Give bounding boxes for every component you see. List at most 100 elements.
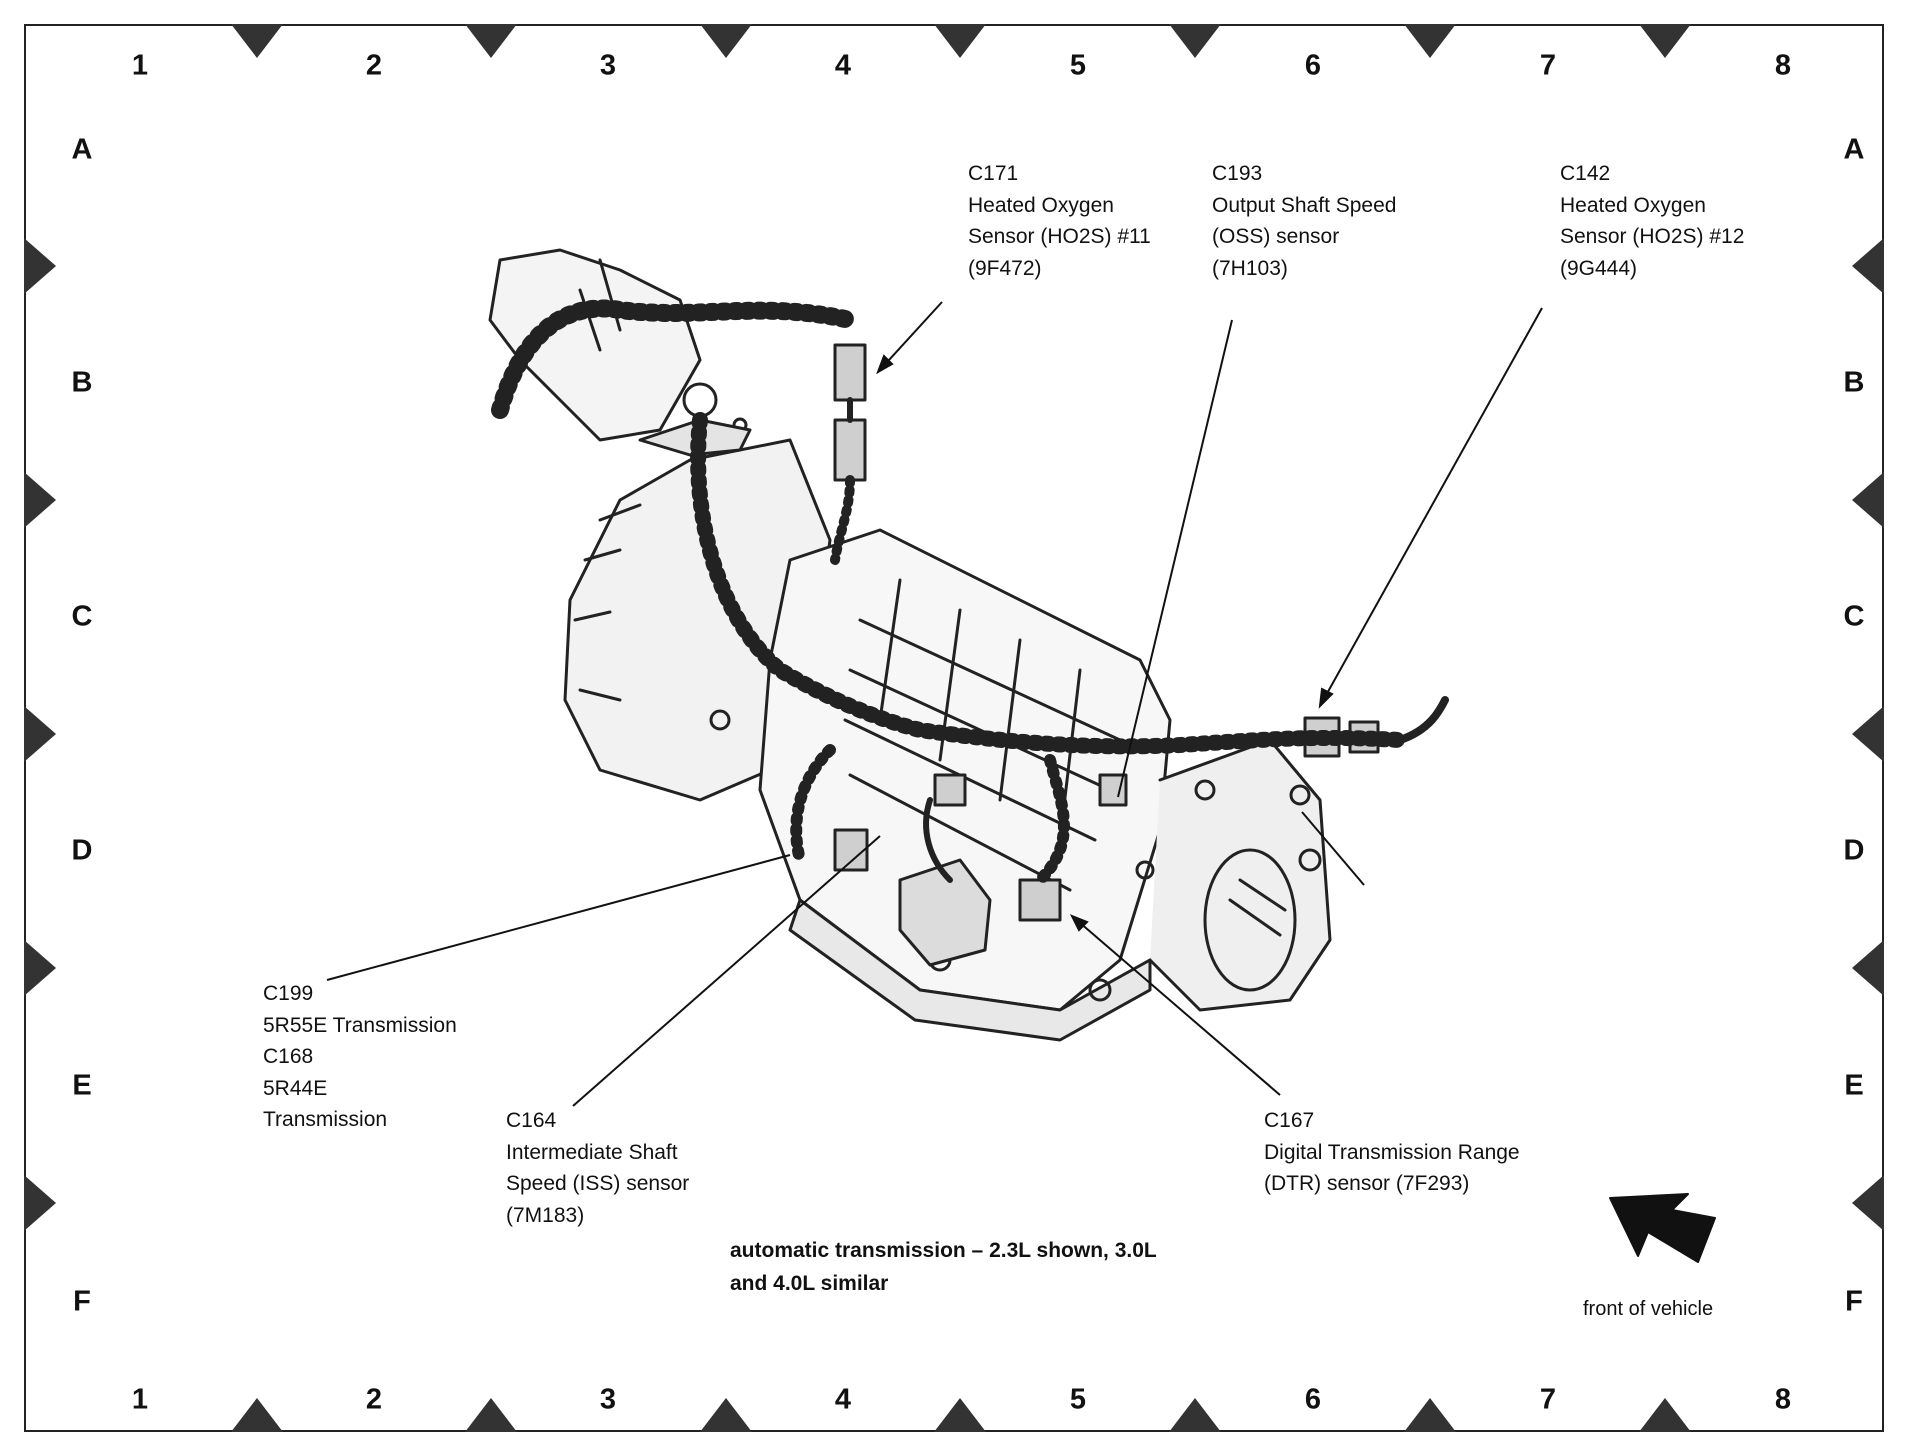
grid-row-right-B: B bbox=[1843, 366, 1865, 399]
callout-c164-line: C164 bbox=[506, 1109, 557, 1132]
grid-row-left-C: C bbox=[71, 600, 93, 633]
callout-c193-line: Output Shaft Speed bbox=[1212, 193, 1397, 217]
grid-marker-bottom bbox=[465, 1398, 517, 1432]
grid-row-left-D: D bbox=[71, 834, 93, 867]
callout-c199-line: Transmission bbox=[263, 1108, 388, 1131]
callout-c199-line: C168 bbox=[263, 1045, 314, 1068]
grid-marker-left bbox=[24, 706, 56, 762]
callout-c171-line: (9F472) bbox=[968, 256, 1042, 280]
grid-marker-top bbox=[1639, 24, 1691, 58]
callout-c167-line: C167 bbox=[1264, 1109, 1315, 1132]
callout-c193-line: (7H103) bbox=[1212, 256, 1288, 280]
grid-marker-left bbox=[24, 238, 56, 294]
wiring-harness bbox=[491, 299, 1449, 886]
front-arrow-icon bbox=[1609, 1193, 1716, 1263]
leader-c142 bbox=[1319, 307, 1543, 707]
arrowhead-c171 bbox=[876, 354, 894, 375]
grid-col-top-1: 1 bbox=[131, 49, 149, 82]
grid-row-right-C: C bbox=[1843, 600, 1865, 633]
callout-c199: C199 5R55E Transmission C168 5R44E Trans… bbox=[263, 978, 457, 1136]
grid-marker-top bbox=[1169, 24, 1221, 58]
grid-marker-right bbox=[1852, 238, 1884, 294]
callout-c164-line: (7M183) bbox=[506, 1203, 585, 1227]
callout-c142-line: C142 bbox=[1560, 162, 1611, 185]
callout-c171-line: Sensor (HO2S) #11 bbox=[968, 225, 1151, 248]
grid-col-top-5: 5 bbox=[1069, 49, 1087, 82]
callout-c193-line: C193 bbox=[1212, 162, 1263, 185]
grid-col-bottom-4: 4 bbox=[834, 1383, 852, 1416]
grid-col-top-4: 4 bbox=[834, 49, 852, 82]
grid-row-right-E: E bbox=[1844, 1069, 1864, 1102]
callout-c142: C142 Heated Oxygen Sensor (HO2S) #12 (9G… bbox=[1560, 158, 1744, 284]
caption-line: and 4.0L similar bbox=[730, 1272, 889, 1295]
leader-tail-bolt bbox=[1301, 811, 1365, 886]
grid-marker-bottom bbox=[700, 1398, 752, 1432]
grid-marker-right bbox=[1852, 940, 1884, 996]
grid-col-top-3: 3 bbox=[599, 49, 617, 82]
grid-marker-top bbox=[1404, 24, 1456, 58]
grid-col-top-2: 2 bbox=[365, 49, 383, 82]
grid-row-left-B: B bbox=[71, 366, 93, 399]
arrowhead-c142 bbox=[1318, 687, 1334, 709]
grid-marker-right bbox=[1852, 706, 1884, 762]
leader-c167 bbox=[1071, 915, 1281, 1096]
grid-marker-right bbox=[1852, 1175, 1884, 1231]
callout-c164-line: Speed (ISS) sensor bbox=[506, 1172, 690, 1195]
grid-marker-top bbox=[700, 24, 752, 58]
grid-row-right-A: A bbox=[1843, 133, 1865, 166]
transmission-illustration bbox=[488, 248, 1380, 1042]
grid-markers bbox=[24, 24, 1884, 1432]
arrowhead-c167 bbox=[1069, 914, 1089, 932]
grid-marker-top bbox=[934, 24, 986, 58]
leader-c164 bbox=[572, 835, 881, 1107]
grid-marker-left bbox=[24, 1175, 56, 1231]
grid-col-bottom-3: 3 bbox=[599, 1383, 617, 1416]
grid-marker-left bbox=[24, 472, 56, 528]
grid-col-bottom-2: 2 bbox=[365, 1383, 383, 1416]
grid-col-bottom-6: 6 bbox=[1304, 1383, 1322, 1416]
grid-marker-top bbox=[231, 24, 283, 58]
grid-marker-top bbox=[465, 24, 517, 58]
callout-c199-line: C199 bbox=[263, 982, 314, 1005]
grid-row-left-A: A bbox=[71, 133, 93, 166]
grid-marker-bottom bbox=[1169, 1398, 1221, 1432]
callout-c171-line: Heated Oxygen bbox=[968, 193, 1114, 217]
callout-c171-line: C171 bbox=[968, 162, 1019, 185]
callout-c164: C164 Intermediate Shaft Speed (ISS) sens… bbox=[506, 1105, 689, 1231]
grid-row-left-F: F bbox=[73, 1285, 91, 1318]
grid-marker-bottom bbox=[231, 1398, 283, 1432]
grid-marker-bottom bbox=[1404, 1398, 1456, 1432]
front-of-vehicle-label: front of vehicle bbox=[1583, 1298, 1714, 1320]
callout-c142-line: Heated Oxygen bbox=[1560, 193, 1706, 217]
grid-col-bottom-5: 5 bbox=[1069, 1383, 1087, 1416]
callout-c167-line: Digital Transmission Range bbox=[1264, 1140, 1520, 1164]
callout-c199-line: 5R44E bbox=[263, 1076, 328, 1100]
callout-c167: C167 Digital Transmission Range (DTR) se… bbox=[1264, 1105, 1520, 1200]
callout-c167-line: (DTR) sensor (7F293) bbox=[1264, 1172, 1470, 1195]
leader-c199 bbox=[326, 854, 791, 981]
grid-marker-bottom bbox=[934, 1398, 986, 1432]
callout-c142-line: Sensor (HO2S) #12 bbox=[1560, 225, 1745, 248]
grid-col-bottom-1: 1 bbox=[131, 1383, 149, 1416]
grid-marker-bottom bbox=[1639, 1398, 1691, 1432]
grid-row-right-D: D bbox=[1843, 834, 1865, 867]
callout-c142-line: (9G444) bbox=[1560, 256, 1638, 280]
callout-c199-line: 5R55E Transmission bbox=[263, 1013, 457, 1037]
grid-marker-right bbox=[1852, 472, 1884, 528]
grid-col-top-6: 6 bbox=[1304, 49, 1322, 82]
grid-col-top-8: 8 bbox=[1774, 49, 1792, 82]
caption-line: automatic transmission – 2.3L shown, 3.0… bbox=[730, 1239, 1157, 1262]
callout-c164-line: Intermediate Shaft bbox=[506, 1140, 678, 1164]
leader-c193 bbox=[1117, 319, 1233, 798]
grid-row-left-E: E bbox=[72, 1069, 92, 1102]
grid-marker-left bbox=[24, 940, 56, 996]
grid-col-bottom-7: 7 bbox=[1539, 1383, 1557, 1416]
leader-lines bbox=[326, 301, 1543, 1107]
diagram-caption: automatic transmission – 2.3L shown, 3.0… bbox=[730, 1234, 1157, 1300]
callout-c193-line: (OSS) sensor bbox=[1212, 225, 1340, 248]
callout-c193: C193 Output Shaft Speed (OSS) sensor (7H… bbox=[1212, 158, 1396, 284]
grid-row-right-F: F bbox=[1845, 1285, 1863, 1318]
callout-c171: C171 Heated Oxygen Sensor (HO2S) #11 (9F… bbox=[968, 158, 1151, 284]
grid-col-top-7: 7 bbox=[1539, 49, 1557, 82]
